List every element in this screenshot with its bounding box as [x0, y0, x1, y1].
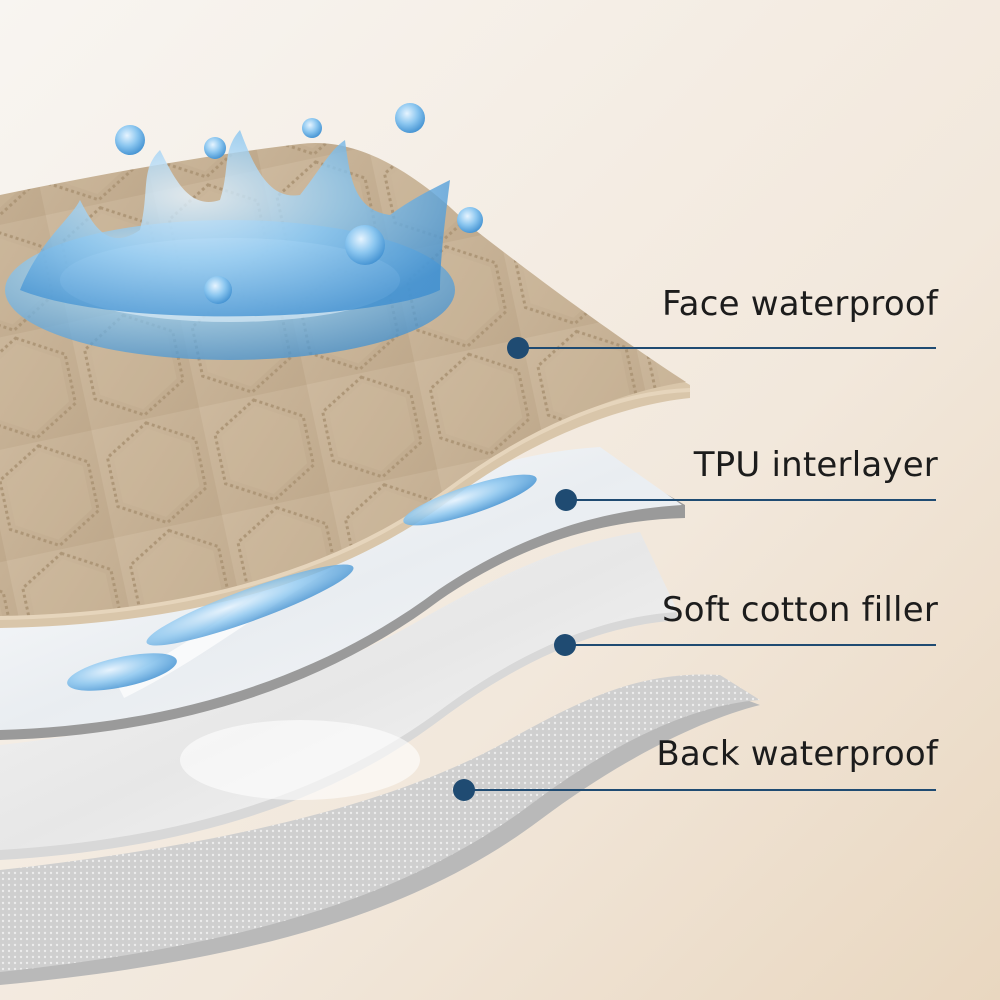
leader-dot-icon [453, 337, 577, 801]
label-face-waterproof: Face waterproof [662, 284, 938, 324]
water-splash-icon [5, 103, 483, 360]
leader-lines [464, 347, 936, 791]
cotton-filler-layer [0, 532, 680, 860]
label-soft-cotton-filler: Soft cotton filler [661, 590, 938, 630]
water-droplet-icon [67, 474, 537, 691]
back-waterproof-layer [0, 674, 760, 985]
label-back-waterproof: Back waterproof [656, 734, 938, 774]
label-tpu-interlayer: TPU interlayer [693, 445, 938, 485]
